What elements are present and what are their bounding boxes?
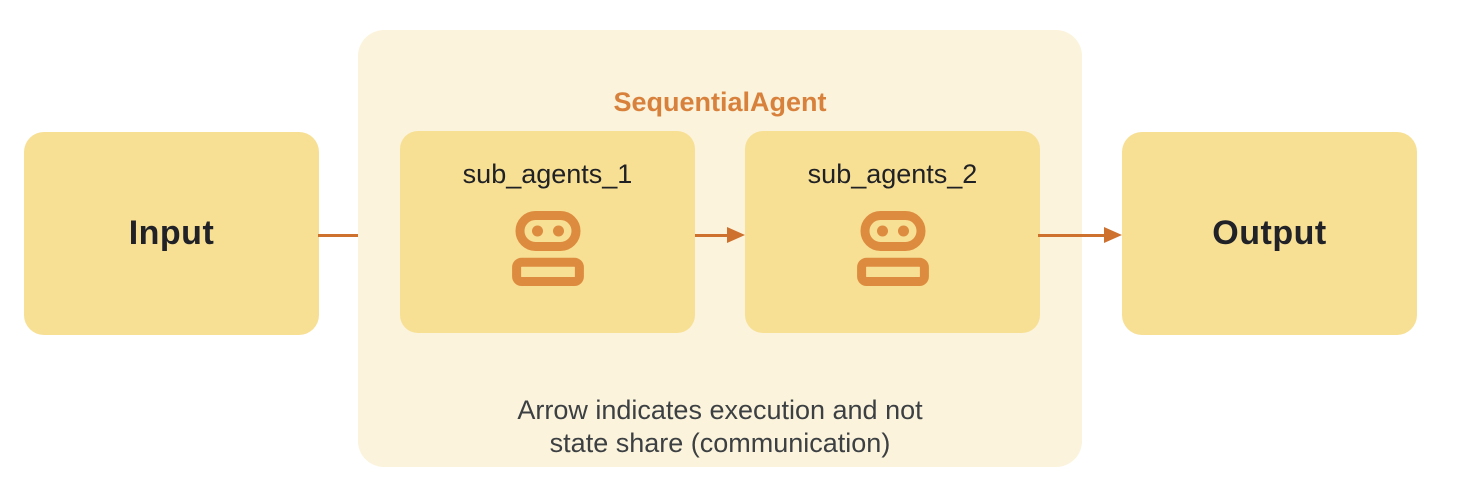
arrow-line [1038, 233, 1105, 237]
arrow-sub2-to-output [1038, 227, 1122, 243]
arrow-line [695, 233, 728, 237]
robot-icon [856, 211, 929, 286]
input-label: Input [128, 214, 215, 252]
arrow-head-icon [1104, 227, 1122, 243]
arrow-sub1-to-sub2 [695, 227, 745, 243]
sequential-agent-title: SequentialAgent [613, 87, 827, 117]
caption: Arrow indicates execution and not state … [358, 394, 1082, 460]
sequential-agent-group: SequentialAgent sub_agents_1 sub_agents_… [358, 30, 1082, 467]
sub-agent-1-node: sub_agents_1 [400, 131, 695, 333]
sub-agent-2-label: sub_agents_2 [807, 159, 978, 189]
robot-icon [511, 211, 584, 286]
sub-agent-1-label: sub_agents_1 [462, 159, 633, 189]
caption-line-1: Arrow indicates execution and not [517, 395, 923, 425]
caption-line-2: state share (communication) [549, 428, 891, 458]
output-node: Output [1122, 132, 1417, 335]
output-label: Output [1212, 214, 1327, 252]
arrow-head-icon [727, 227, 745, 243]
sub-agent-2-node: sub_agents_2 [745, 131, 1040, 333]
input-node: Input [24, 132, 319, 335]
arrow-line [318, 233, 383, 237]
